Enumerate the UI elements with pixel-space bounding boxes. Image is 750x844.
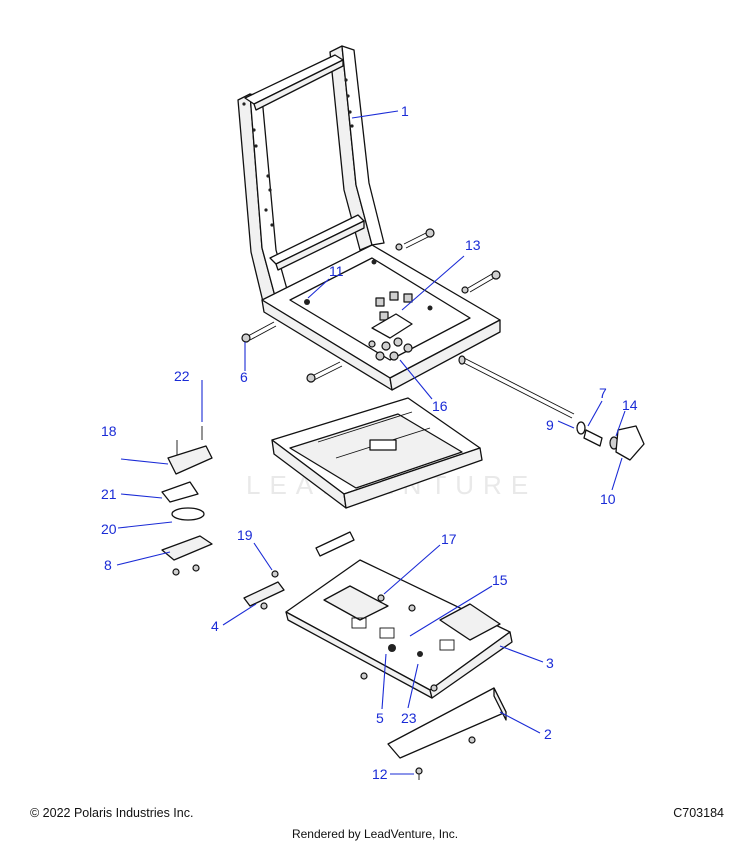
callout-23[interactable]: 23 xyxy=(401,710,417,726)
bolt-13-part xyxy=(395,228,501,294)
callout-14[interactable]: 14 xyxy=(622,397,638,413)
rendered-by-text: Rendered by LeadVenture, Inc. xyxy=(291,827,459,841)
callout-7[interactable]: 7 xyxy=(599,385,607,401)
callout-22[interactable]: 22 xyxy=(174,368,190,384)
callout-13[interactable]: 13 xyxy=(465,237,481,253)
callout-11[interactable]: 11 xyxy=(329,263,344,279)
callout-20[interactable]: 20 xyxy=(101,521,117,537)
slider-frame-part xyxy=(271,397,483,509)
callout-9[interactable]: 9 xyxy=(546,417,554,433)
copyright-text: © 2022 Polaris Industries Inc. xyxy=(30,806,194,820)
callout-17[interactable]: 17 xyxy=(441,531,457,547)
side-cover-part xyxy=(387,687,507,759)
callout-21[interactable]: 21 xyxy=(101,486,117,502)
callout-5[interactable]: 5 xyxy=(376,710,384,726)
callout-1[interactable]: 1 xyxy=(401,103,409,119)
callout-16[interactable]: 16 xyxy=(432,398,448,414)
callout-3[interactable]: 3 xyxy=(546,655,554,671)
hardware-16-part xyxy=(368,291,413,361)
callout-15[interactable]: 15 xyxy=(492,572,508,588)
callout-6[interactable]: 6 xyxy=(240,369,248,385)
bolt-6-part xyxy=(241,321,343,383)
callout-12[interactable]: 12 xyxy=(372,766,388,782)
rail-4-part xyxy=(243,570,285,610)
callout-19[interactable]: 19 xyxy=(237,527,253,543)
clip-11-part xyxy=(304,259,433,311)
callout-18[interactable]: 18 xyxy=(101,423,117,439)
diagram-id-text: C703184 xyxy=(673,806,724,820)
leader-lines xyxy=(116,110,626,775)
seat-frame-part xyxy=(237,45,501,391)
base-plate-part xyxy=(285,531,513,699)
latch-assembly-part xyxy=(161,426,213,576)
adjuster-rod-part xyxy=(458,355,645,461)
screw-12-part xyxy=(415,767,423,780)
callout-8[interactable]: 8 xyxy=(104,557,112,573)
callout-4[interactable]: 4 xyxy=(211,618,219,634)
parts-diagram xyxy=(116,45,645,780)
callout-2[interactable]: 2 xyxy=(544,726,552,742)
callout-10[interactable]: 10 xyxy=(600,491,616,507)
